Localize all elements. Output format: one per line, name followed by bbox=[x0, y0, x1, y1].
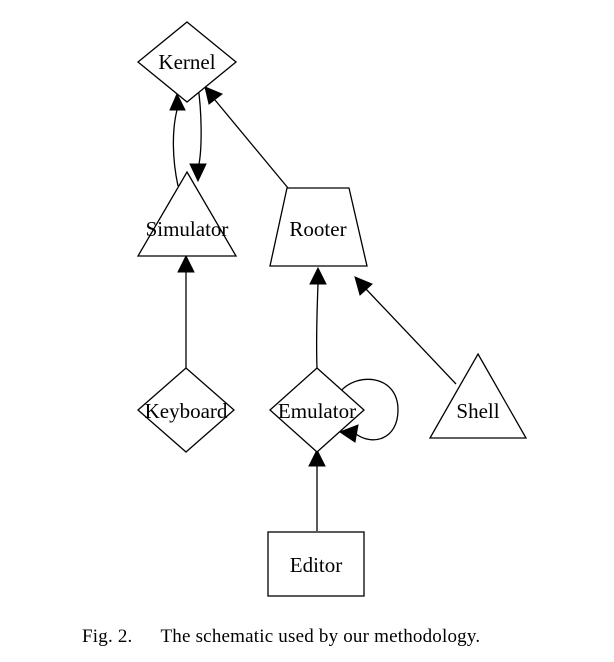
edge-rooter-to-kernel bbox=[214, 99, 289, 189]
figure-caption: Fig. 2. The schematic used by our methodo… bbox=[82, 626, 480, 648]
node-shell-label: Shell bbox=[456, 399, 499, 423]
edge-shell-to-rooter bbox=[365, 288, 457, 385]
node-editor-box-shape bbox=[267, 531, 365, 597]
node-editor-label: Editor bbox=[290, 553, 343, 577]
node-keyboard-diamond-shape bbox=[137, 367, 235, 453]
edge-emulator-to-rooter bbox=[315, 283, 319, 370]
node-kernel-diamond-shape bbox=[136, 21, 238, 103]
edge-editor-to-emulator-arrowhead bbox=[308, 448, 326, 467]
edge-simulator-to-kernel bbox=[172, 109, 179, 187]
node-simulator: Simulator bbox=[136, 170, 238, 257]
node-shell: Shell bbox=[428, 352, 528, 439]
node-keyboard: Keyboard bbox=[137, 367, 235, 453]
node-rooter: Rooter bbox=[269, 187, 368, 267]
node-shell-triangle-shape bbox=[428, 352, 528, 439]
node-kernel-label: Kernel bbox=[158, 50, 215, 74]
edge-emulator-to-rooter-arrowhead bbox=[309, 266, 327, 285]
node-kernel: Kernel bbox=[136, 21, 238, 103]
node-emulator: Emulator bbox=[269, 367, 365, 453]
node-editor: Editor bbox=[267, 531, 365, 597]
node-simulator-triangle-shape bbox=[136, 170, 238, 257]
edge-simulator-to-kernel-arrowhead bbox=[169, 92, 186, 111]
edge-kernel-to-simulator bbox=[197, 85, 202, 165]
node-simulator-label: Simulator bbox=[146, 217, 229, 241]
edge-rooter-to-kernel-arrowhead bbox=[204, 86, 223, 105]
edge-kernel-to-simulator-arrowhead bbox=[189, 163, 207, 183]
edge-emulator-self-loop-arrowhead bbox=[338, 424, 359, 443]
node-emulator-diamond-shape bbox=[269, 367, 365, 453]
edge-emulator-self-loop bbox=[339, 378, 399, 441]
node-rooter-trapezium-shape bbox=[269, 187, 368, 267]
edge-keyboard-to-simulator-arrowhead bbox=[177, 254, 195, 273]
node-keyboard-label: Keyboard bbox=[145, 399, 228, 423]
node-emulator-label: Emulator bbox=[278, 399, 356, 423]
edge-shell-to-rooter-arrowhead bbox=[354, 276, 373, 296]
node-rooter-label: Rooter bbox=[289, 217, 346, 241]
figure-caption-text: The schematic used by our methodology. bbox=[160, 626, 481, 647]
figure-caption-label: Fig. 2. bbox=[82, 626, 133, 647]
